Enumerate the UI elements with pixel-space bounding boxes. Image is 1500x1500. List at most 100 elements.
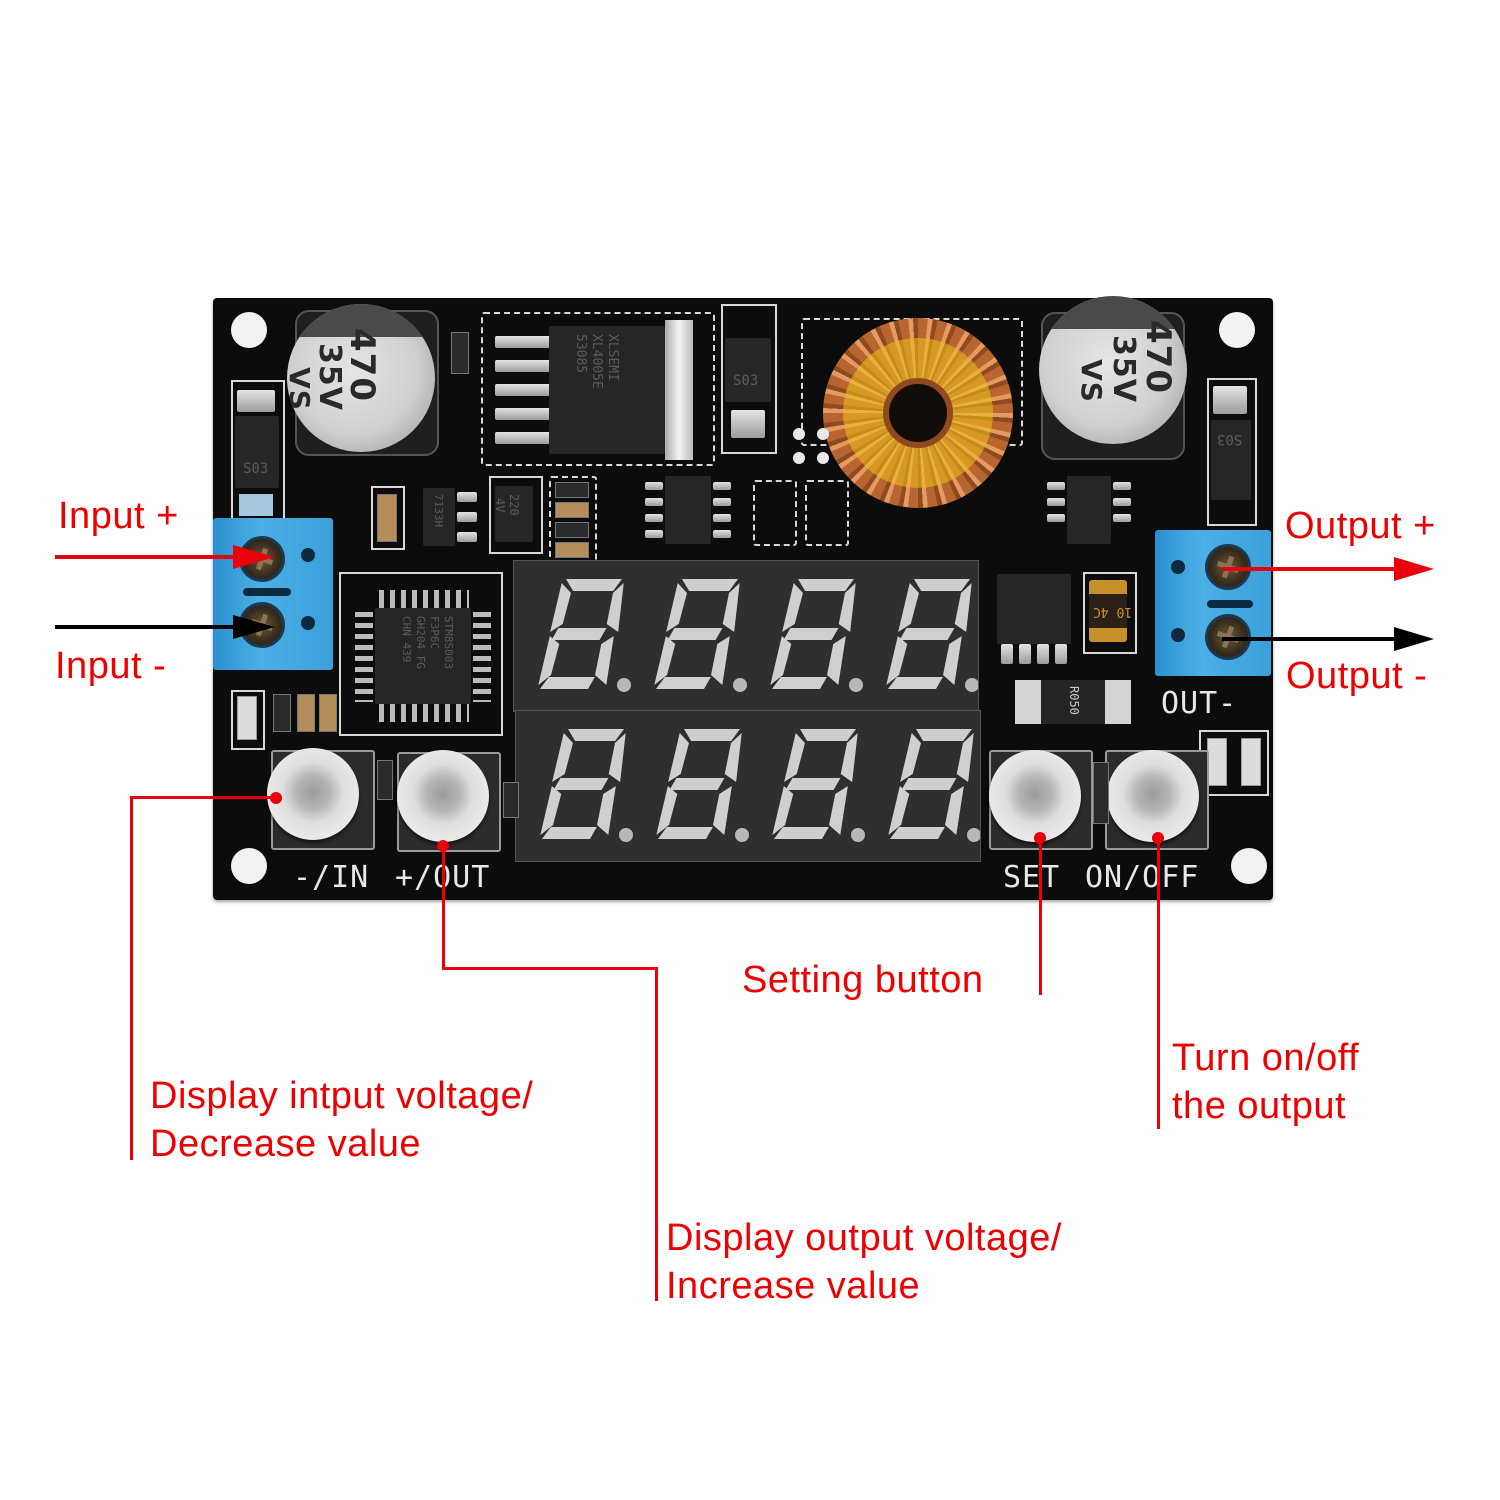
pin: [1055, 644, 1067, 664]
fuse-outline: [1083, 572, 1137, 654]
segment-f: [666, 583, 687, 632]
diode: S03: [235, 416, 279, 488]
capacitor-right-value: 470: [1138, 320, 1178, 394]
on-off-button[interactable]: [1107, 750, 1199, 842]
mcu-pins-bottom: [379, 704, 469, 722]
segment-g: [785, 778, 841, 790]
segment-d: [656, 677, 711, 689]
digit: 8.: [528, 710, 541, 727]
segment-c: [713, 786, 732, 835]
silk-out-minus: OUT-: [1161, 686, 1238, 721]
segment-e: [540, 786, 562, 835]
status-led: [1241, 738, 1261, 786]
resistor: [273, 694, 291, 732]
capacitor-smd: [297, 694, 315, 732]
arrow-head: [233, 615, 275, 639]
callout-line: [442, 967, 658, 970]
decimal-point: [849, 678, 863, 692]
diode-outline: [1207, 378, 1257, 526]
regulator-chip: XLSEMI XL4005E 53085: [549, 326, 665, 454]
via: [817, 452, 829, 464]
regulator-chip-line: XL4005E: [589, 334, 604, 389]
display-top-digits: [538, 579, 978, 692]
mcu-line: GH204 FG: [414, 616, 427, 669]
toroid-hole: [883, 378, 953, 448]
pin: [645, 530, 663, 538]
regulator-pin: [495, 408, 553, 420]
regulator-pin: [495, 432, 553, 444]
led-outline: [231, 690, 265, 750]
shunt-body: [1041, 680, 1105, 724]
segment-a: [800, 729, 856, 741]
capacitor-right-series: VS: [1075, 359, 1108, 403]
segment-d: [774, 827, 829, 839]
callout-dot: [270, 792, 282, 804]
set-button[interactable]: [989, 750, 1081, 842]
tantalum-cap-outline: [489, 476, 543, 554]
fuse-mark: 10 4C: [1093, 604, 1133, 619]
status-led: [237, 696, 257, 740]
shunt-resistor: R050: [1015, 680, 1131, 724]
regulator-pin: [495, 384, 553, 396]
silk-in-minus: -/IN: [293, 860, 370, 895]
segment-e: [886, 636, 908, 685]
terminal-hole: [301, 616, 315, 630]
pin: [1113, 482, 1131, 490]
input-plus-arrow: [55, 545, 275, 569]
label-on-off-line2: the output: [1172, 1085, 1347, 1127]
mcu-pins-right: [473, 612, 491, 702]
segment-b: [840, 733, 858, 782]
diode-mark: S03: [243, 461, 269, 477]
capacitor-stripe: [1039, 296, 1187, 329]
segment-g: [667, 628, 723, 640]
in-minus-button[interactable]: [267, 748, 359, 840]
out-plus-button[interactable]: [397, 750, 489, 842]
pin: [1037, 644, 1049, 664]
capacitor-smd: [319, 694, 337, 732]
segment-a: [914, 579, 970, 591]
display-top: [513, 560, 979, 712]
mcu-line: F3P6C: [428, 616, 441, 650]
decimal-point: [733, 678, 747, 692]
capacitor-voltage: 35V: [1105, 335, 1141, 403]
pin: [1113, 498, 1131, 506]
diode: S03: [725, 338, 771, 402]
label-on-off-line1: Turn on/off: [1172, 1037, 1360, 1079]
callout-line: [130, 796, 133, 1160]
pin: [645, 498, 663, 506]
status-led: [1207, 738, 1227, 786]
pin: [645, 482, 663, 490]
shunt-mark: R050: [1067, 686, 1081, 715]
via: [793, 452, 805, 464]
pin: [713, 530, 731, 538]
soic-chip: [665, 476, 711, 544]
segment-b: [838, 583, 856, 632]
mounting-hole-bottom-right: [1231, 848, 1267, 884]
pin: [1047, 514, 1065, 522]
segment-a: [798, 579, 854, 591]
segment-b: [956, 733, 974, 782]
segment-d: [540, 677, 595, 689]
arrow-head: [1394, 557, 1434, 581]
callout-line: [442, 845, 445, 969]
input-terminal-block: [213, 518, 333, 670]
segment-a: [566, 579, 622, 591]
capacitor-value: 470: [1137, 320, 1178, 394]
regulator-pin: [495, 336, 553, 348]
terminal-hole: [1171, 628, 1185, 642]
segment-f: [900, 733, 921, 782]
diode-pad: [731, 410, 765, 438]
segment-b: [608, 733, 626, 782]
segment-b: [954, 583, 972, 632]
diode: S03: [1211, 420, 1251, 500]
output-plus-arrow: [1222, 557, 1434, 581]
segment-d: [542, 827, 597, 839]
soic-chip: [1067, 476, 1111, 544]
regulator-chip-line: XLSEMI: [605, 334, 620, 381]
pin: [457, 492, 477, 502]
segment-g: [783, 628, 839, 640]
label-out-button-line1: Display output voltage/: [666, 1217, 1062, 1259]
pin: [713, 498, 731, 506]
decimal-point: [617, 678, 631, 692]
segment-d: [890, 827, 945, 839]
